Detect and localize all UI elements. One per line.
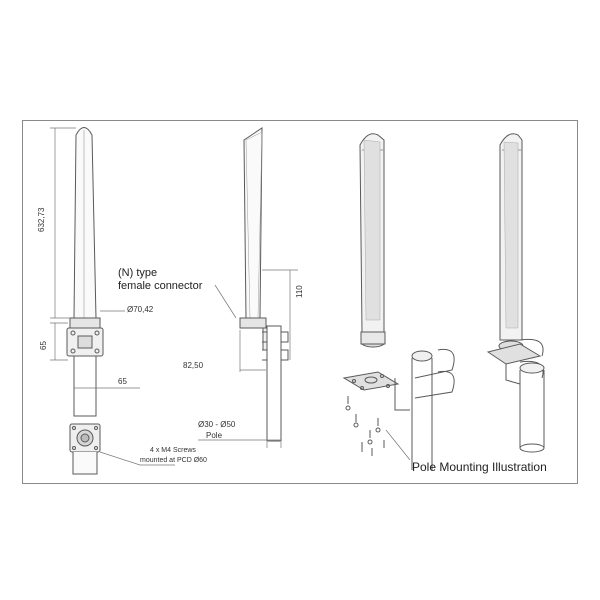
side-view-antenna [239, 127, 267, 329]
side-view-bracket [262, 325, 289, 442]
pole-mounting-leader [385, 429, 411, 461]
screws-label-line1: 4 x M4 Screws [150, 447, 196, 454]
side-dimension-lines [198, 269, 298, 448]
bottom-view-base [69, 423, 101, 475]
assembled-bracket [486, 338, 544, 385]
screws-leader-line [99, 451, 175, 466]
front-view-antenna [73, 127, 97, 319]
connector-label-line1: (N) type [118, 267, 158, 279]
screws-label-line2: mounted at PCD Ø60 [140, 457, 207, 464]
exploded-plate [342, 371, 400, 391]
dim-base-height-label: 65 [39, 341, 48, 350]
connector-label-line2: female connector [118, 280, 203, 292]
drawing-frame [22, 120, 578, 484]
front-view-base [66, 317, 104, 357]
dim-offset-label: 82,50 [183, 361, 204, 370]
dim-base-width-label: 65 [118, 377, 127, 386]
dim-side-height-label: 110 [295, 285, 304, 298]
dim-pole-label: Pole [206, 431, 223, 440]
exploded-pole [394, 348, 455, 470]
pole-mounting-illustration-label: Pole Mounting Illustration [412, 460, 547, 474]
exploded-antenna [359, 133, 386, 348]
front-view-pole [73, 355, 97, 417]
exploded-screws [345, 396, 385, 456]
assembled-antenna [498, 133, 524, 352]
dim-pole-range-label: Ø30 - Ø50 [198, 420, 236, 429]
dim-height-label: 632,73 [37, 207, 46, 232]
dim-diameter-base-label: Ø70,42 [127, 305, 154, 314]
assembled-pole [519, 362, 545, 453]
front-dimension-lines [50, 127, 140, 389]
